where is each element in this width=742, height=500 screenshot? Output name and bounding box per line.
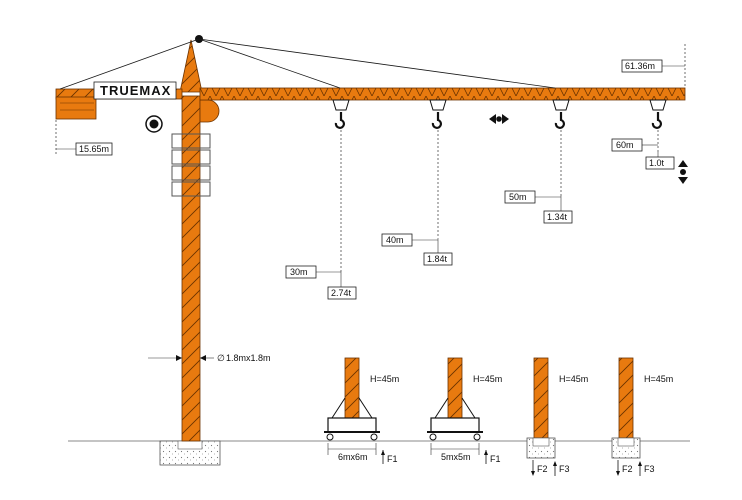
mast-segment [344,357,360,419]
base-size-label: 6mx6m [338,452,368,462]
brand-box [93,81,177,100]
force-label: F2 [537,464,548,474]
load-label: 1.34t [547,212,568,222]
radius-box [381,233,413,247]
mast-section-dimension: ∅ 1.8mx1.8m [148,353,271,363]
force-label: F3 [559,464,570,474]
load-label: 1.84t [427,254,448,264]
radius-label: 50m [509,192,527,202]
radius-box [611,138,643,152]
radius-box [504,190,536,204]
load-box [645,156,675,170]
force-label: F1 [490,454,501,464]
climbing-frame [171,133,211,197]
mast-section-symbol: ∅ [217,353,225,363]
ballast-frame [430,417,480,433]
radius-label: 30m [290,267,308,277]
mast-segment [533,357,549,439]
counter-jib-box [75,142,113,156]
hook-icon [429,99,447,129]
height-label: H=45m [473,374,502,384]
tower-head [179,39,203,93]
brand-label: TRUEMAX [100,83,171,98]
hook-icon [552,99,570,129]
radius-label: 40m [386,235,404,245]
hoist-up-down-icon [678,160,688,184]
trolley-travel-icon [489,114,509,124]
hook-icon [649,99,667,129]
load-box [423,252,453,266]
ballast-frame [327,417,377,433]
load-chart: 30m 2.74t 40m 1.84t 50m 1.34t 60m 1.0t [285,130,675,300]
mast-segment [447,357,463,419]
load-box [543,210,573,224]
load-label: 2.74t [331,288,352,298]
hook-group [332,99,667,129]
height-label: H=45m [644,374,673,384]
height-label: H=45m [370,374,399,384]
radius-label: 60m [616,140,634,150]
foundation-1: H=45m 6mx6m F1 [324,357,399,464]
mast-section-label: 1.8mx1.8m [226,353,271,363]
max-radius-label: 61.36m [625,61,655,71]
load-label: 1.0t [649,158,665,168]
mast-segment [618,357,634,439]
operator-cab [199,99,220,123]
force-label: F3 [644,464,655,474]
load-box [327,286,357,300]
foundation-2: H=45m 5mx5m F1 [427,357,502,464]
hook-icon [332,99,350,129]
tie-rods [59,38,556,90]
counter-jib-label: 15.65m [79,144,109,154]
height-label: H=45m [559,374,588,384]
counterweight [55,96,97,120]
force-label: F1 [387,454,398,464]
base-size-label: 5mx5m [441,452,471,462]
main-jib [199,87,686,101]
radius-box [285,265,317,279]
force-label: F2 [622,464,633,474]
